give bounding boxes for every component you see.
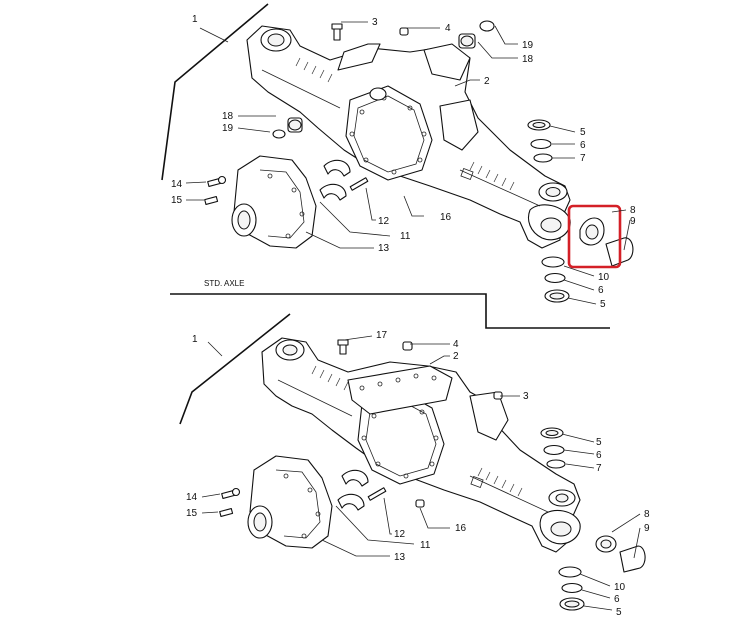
callout-13-bottom: 13 <box>394 552 406 563</box>
callout-17-bottom: 17 <box>376 330 388 341</box>
callout-9-top: 9 <box>630 216 636 227</box>
bolt-14-bottom <box>221 487 241 500</box>
seal-rings-lower-top <box>541 256 570 303</box>
callout-19-top: 19 <box>522 40 534 51</box>
bushing-18-19-mid <box>272 117 303 139</box>
callout-1-top: 1 <box>192 14 198 25</box>
callout-6-upper-top: 6 <box>580 140 586 151</box>
leader-1-bottom <box>207 341 223 357</box>
callout-10-bottom: 10 <box>614 582 626 593</box>
callout-5-lower-bottom: 5 <box>616 607 622 618</box>
callout-2-top: 2 <box>484 76 490 87</box>
bottom-frame-line <box>179 313 291 425</box>
axle-housing-bottom <box>261 337 581 553</box>
callout-12-bottom: 12 <box>394 529 406 540</box>
top-assembly: 1 2 3 4 19 18 18 19 5 6 7 14 15 8 9 16 1… <box>161 3 636 310</box>
bolt-3-top <box>331 23 343 41</box>
bolt-17-bottom <box>337 339 349 355</box>
section-separator <box>170 293 610 329</box>
callout-4-bottom: 4 <box>453 339 459 350</box>
callout-14-bottom: 14 <box>186 492 198 503</box>
differential-carrier-top <box>231 155 317 249</box>
seal-rings-upper-bottom <box>540 427 566 469</box>
callout-11-bottom: 11 <box>420 540 431 551</box>
callout-6-upper-bottom: 6 <box>596 450 602 461</box>
callout-1-bottom: 1 <box>192 334 198 345</box>
callout-10-top: 10 <box>598 272 610 283</box>
ring-19-top <box>479 20 495 32</box>
bearing-caps-top <box>319 159 369 201</box>
callout-12-top: 12 <box>378 216 390 227</box>
callout-6-lower-top: 6 <box>598 285 604 296</box>
callout-3-top: 3 <box>372 17 378 28</box>
callout-5-upper-bottom: 5 <box>596 437 602 448</box>
callout-8-top: 8 <box>630 205 636 216</box>
seal-rings-upper-top <box>527 119 553 163</box>
bolt-15-top <box>204 195 219 206</box>
highlight-box <box>567 204 622 269</box>
callout-14-top: 14 <box>171 179 183 190</box>
plug-4-top <box>399 27 409 36</box>
callout-7-bottom: 7 <box>596 463 602 474</box>
callout-2-bottom: 2 <box>453 351 459 362</box>
section-label: STD. AXLE <box>204 279 244 288</box>
bottom-assembly: 1 17 4 2 3 5 6 7 14 15 8 9 16 12 11 13 1… <box>179 313 650 618</box>
callout-7-top: 7 <box>580 153 586 164</box>
callout-8-bottom: 8 <box>644 509 650 520</box>
callout-19-mid: 19 <box>222 123 234 134</box>
callout-9-bottom: 9 <box>644 523 650 534</box>
callout-15-top: 15 <box>171 195 183 206</box>
plug-3-bottom <box>493 391 503 400</box>
callout-15-bottom: 15 <box>186 508 198 519</box>
top-frame-line <box>161 3 269 181</box>
callout-5-lower-top: 5 <box>600 299 606 310</box>
kingpin-bushing-8-9-bottom <box>595 535 646 573</box>
axle-housing-top <box>246 25 571 249</box>
callout-18-top: 18 <box>522 54 534 65</box>
callout-6-lower-bottom: 6 <box>614 594 620 605</box>
differential-carrier-bottom <box>247 455 333 549</box>
bushing-18-top <box>458 33 476 49</box>
leader-1-top <box>199 27 229 43</box>
kingpin-bushing-8-9-top <box>579 217 634 267</box>
callout-5-upper-top: 5 <box>580 127 586 138</box>
callout-11-top: 11 <box>400 231 411 242</box>
callout-16-bottom: 16 <box>455 523 467 534</box>
callout-18-mid: 18 <box>222 111 234 122</box>
bolt-14-top <box>207 175 227 188</box>
seal-rings-lower-bottom <box>558 566 585 611</box>
plug-4-bottom <box>402 341 413 351</box>
bolt-15-bottom <box>219 507 234 518</box>
callout-16-top: 16 <box>440 212 452 223</box>
callout-3-bottom: 3 <box>523 391 529 402</box>
plug-16-bottom <box>415 499 425 508</box>
callout-4-top: 4 <box>445 23 451 34</box>
callout-13-top: 13 <box>378 243 390 254</box>
bearing-caps-bottom <box>337 469 387 511</box>
